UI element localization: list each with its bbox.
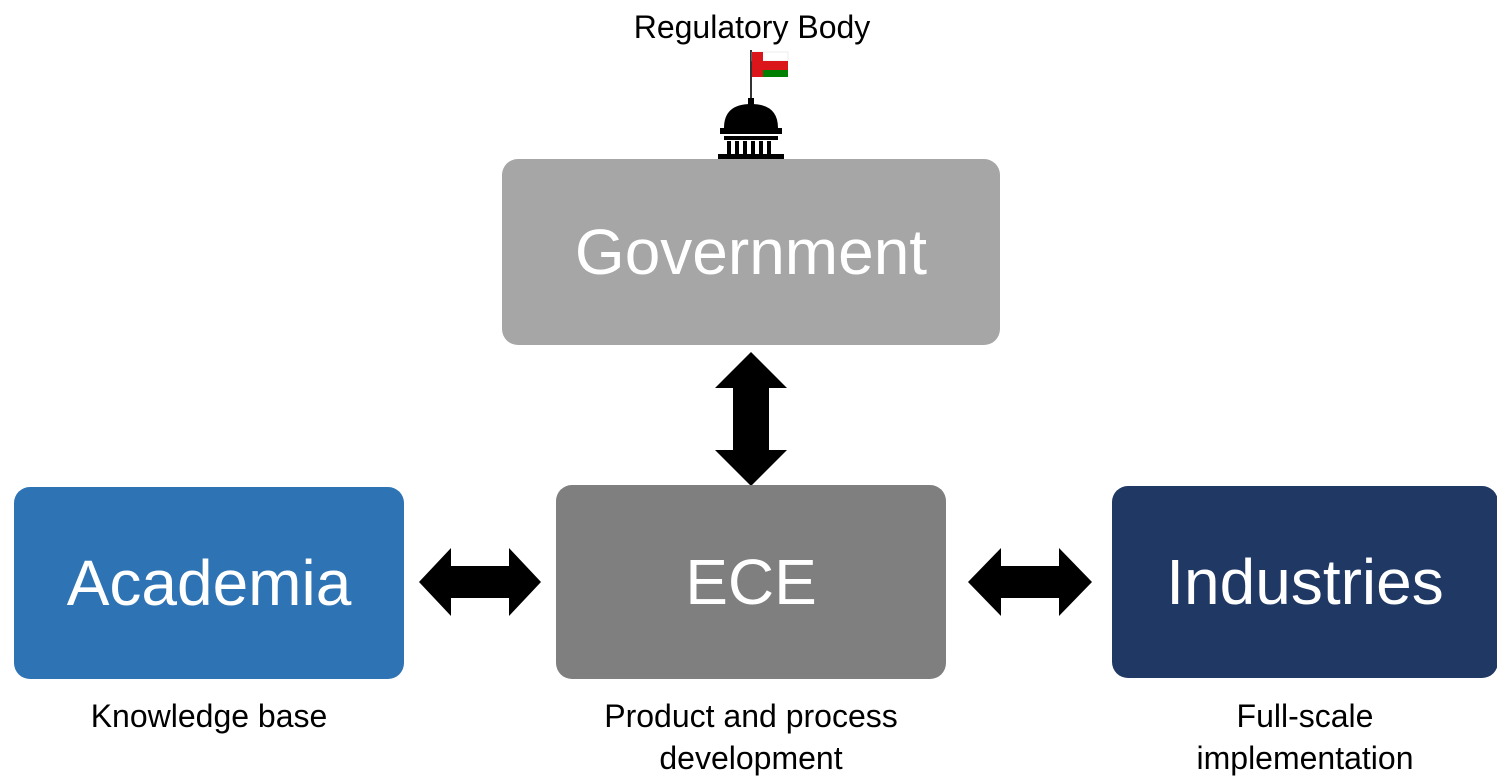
double-headed-arrow-icon [715, 352, 787, 486]
government-box: Government [502, 159, 1000, 345]
ece-caption-line1: Product and process [604, 698, 898, 734]
ece-caption: Product and process development [531, 695, 971, 779]
government-label: Government [574, 216, 928, 288]
double-headed-arrow-icon [419, 548, 541, 616]
industries-label: Industries [1166, 546, 1444, 618]
academia-box: Academia [14, 487, 404, 679]
ece-box: ECE [556, 485, 946, 679]
industries-caption-line1: Full-scale [1236, 698, 1374, 734]
ece-caption-line2: development [659, 740, 843, 776]
industries-caption-line2: implementation [1196, 740, 1414, 776]
academia-caption: Knowledge base [90, 698, 328, 734]
academia-label: Academia [66, 547, 352, 619]
ece-label: ECE [685, 546, 817, 618]
industries-caption: Full-scale implementation [1105, 695, 1497, 779]
industries-box: Industries [1112, 486, 1497, 678]
regulatory-body-label: Regulatory Body [633, 9, 871, 45]
double-headed-arrow-icon [968, 548, 1092, 616]
oman-flag-icon [751, 51, 789, 77]
